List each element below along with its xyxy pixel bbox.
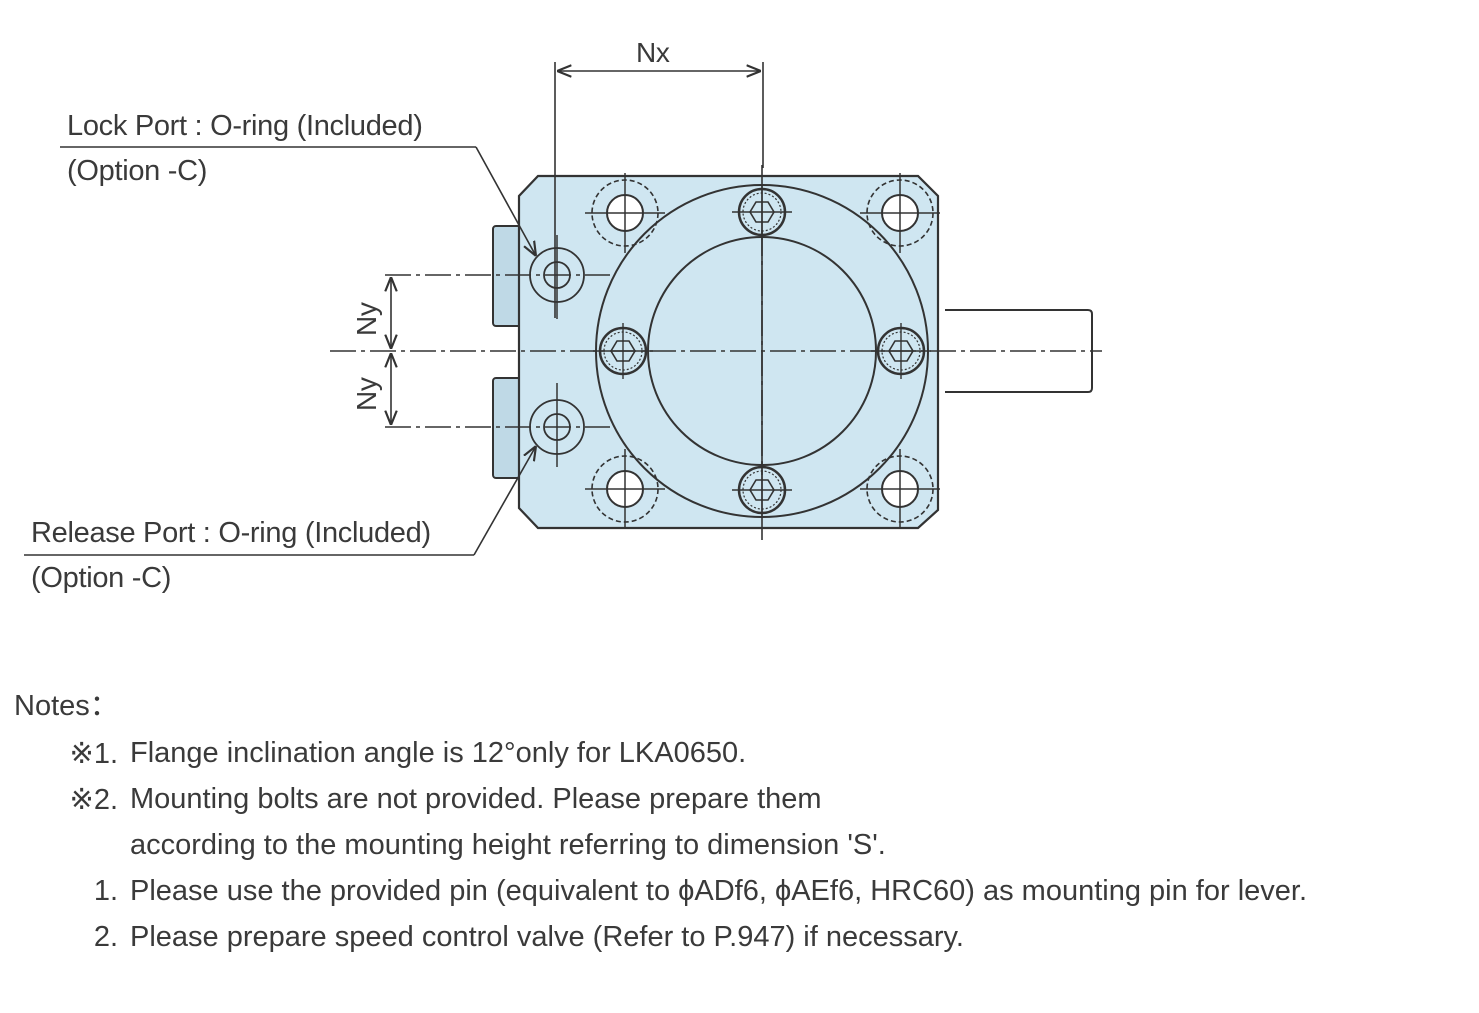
note-mark: ※1. — [69, 737, 118, 770]
note-item: 2. Please prepare speed control valve (R… — [14, 914, 1307, 960]
mounting-hole-top-left — [585, 173, 665, 253]
note-text: Please use the provided pin (equivalent … — [130, 874, 1308, 907]
release-port-label: Release Port : O-ring (Included) — [31, 517, 431, 549]
note-text-continued: according to the mounting height referri… — [130, 828, 886, 861]
lock-port-label: Lock Port : O-ring (Included) — [67, 110, 423, 142]
ny-upper-label: Ny — [351, 302, 382, 336]
release-port-option: (Option -C) — [31, 562, 172, 594]
bolt-bottom — [732, 462, 792, 518]
note-mark: 1. — [93, 874, 118, 907]
note-item: ※1. Flange inclination angle is 12°only … — [14, 730, 1307, 776]
corner-mounting-holes — [585, 173, 940, 529]
mounting-hole-bottom-left — [585, 449, 665, 529]
lock-port — [529, 235, 585, 319]
lever-outline — [945, 309, 1093, 393]
release-port — [529, 383, 585, 467]
bolt-left — [593, 323, 653, 379]
mechanical-drawing — [24, 62, 1102, 556]
mounting-hole-top-right — [860, 173, 940, 253]
release-port-leader — [473, 446, 536, 556]
note-item: ※2. Mounting bolts are not provided. Ple… — [14, 776, 1307, 822]
note-mark: 2. — [93, 920, 118, 953]
lock-port-option: (Option -C) — [67, 155, 208, 187]
notes-section: Notes： ※1. Flange inclination angle is 1… — [14, 682, 1307, 960]
flange-bolts — [593, 184, 931, 518]
mounting-hole-bottom-right — [860, 449, 940, 529]
note-text: Flange inclination angle is 12°only for … — [130, 736, 747, 769]
leader-lines — [24, 146, 536, 556]
notes-title: Notes： — [14, 690, 119, 722]
note-text: Mounting bolts are not provided. Please … — [130, 782, 822, 815]
bolt-top — [732, 184, 792, 240]
ny-lower-label: Ny — [351, 377, 382, 411]
note-text: Please prepare speed control valve (Refe… — [130, 920, 964, 953]
bolt-right — [871, 323, 931, 379]
note-item: 1. Please use the provided pin (equivale… — [14, 868, 1307, 914]
note-mark: ※2. — [69, 783, 118, 816]
lock-port-leader — [475, 146, 536, 256]
nx-label: Nx — [636, 37, 670, 68]
ports — [529, 235, 585, 467]
nx-dimension — [554, 62, 764, 318]
